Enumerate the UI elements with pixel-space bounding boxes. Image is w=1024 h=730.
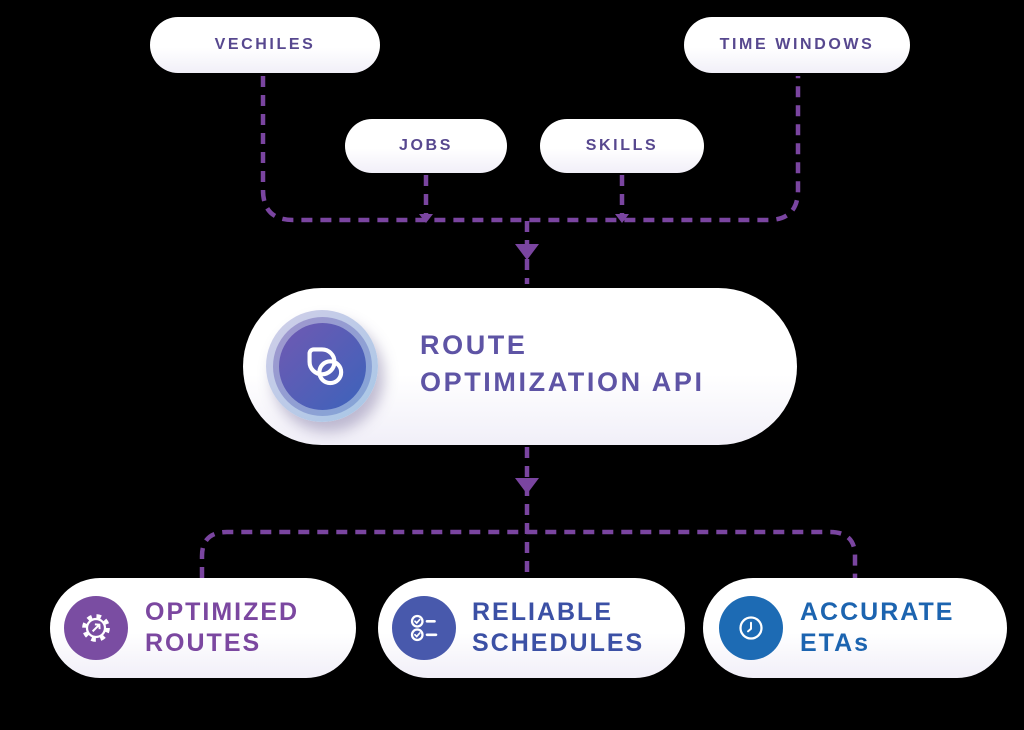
- input-pill-vehicles: VECHILES: [150, 17, 380, 73]
- input-pill-jobs: JOBS: [345, 119, 507, 173]
- output-label-line2: SCHEDULES: [472, 629, 645, 657]
- route-optimization-logo-icon: [266, 310, 378, 422]
- api-title-line2: OPTIMIZATION API: [420, 367, 705, 397]
- input-pill-vehicles-label: VECHILES: [214, 36, 316, 53]
- arrowhead-skills-icon: [615, 214, 629, 223]
- arrowhead-jobs-icon: [419, 214, 433, 223]
- connector-inputs-trunk: [260, 76, 801, 223]
- output-label-line1: OPTIMIZED: [145, 598, 300, 626]
- connector-outputs-trunk: [199, 529, 858, 578]
- input-pill-time-windows-label: TIME WINDOWS: [719, 36, 875, 53]
- output-label-optimized-routes: OPTIMIZED ROUTES: [145, 597, 299, 659]
- input-pill-skills-label: SKILLS: [585, 137, 659, 154]
- input-pill-time-windows: TIME WINDOWS: [684, 17, 910, 73]
- clock-icon: [719, 596, 783, 660]
- output-label-line2: ROUTES: [145, 629, 262, 657]
- output-label-line2: ETAs: [800, 629, 871, 657]
- input-pill-jobs-label: JOBS: [399, 137, 453, 154]
- output-label-reliable-schedules: RELIABLE SCHEDULES: [472, 597, 644, 659]
- output-label-accurate-etas: ACCURATE ETAs: [800, 597, 954, 659]
- checklist-icon: [392, 596, 456, 660]
- logo-ring-mid: [272, 316, 372, 416]
- infinity-route-glyph-icon: [307, 347, 344, 386]
- output-label-line1: RELIABLE: [472, 598, 613, 626]
- input-pill-skills: SKILLS: [540, 119, 704, 173]
- api-title-line1: ROUTE: [420, 330, 528, 360]
- arrowhead-out-of-api-icon: [515, 478, 539, 494]
- api-title: ROUTE OPTIMIZATION API: [420, 327, 705, 401]
- gear-compass-icon: [64, 596, 128, 660]
- arrowhead-into-api-icon: [515, 244, 539, 260]
- logo-ring-inner: [278, 322, 366, 410]
- output-label-line1: ACCURATE: [800, 598, 955, 626]
